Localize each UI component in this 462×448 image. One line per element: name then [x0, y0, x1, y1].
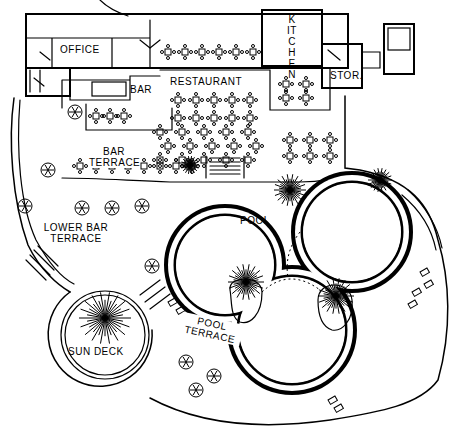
area-label: SUN DECK — [68, 346, 124, 357]
area-label: STOR. — [330, 70, 363, 81]
plan-area: KITCHEN — [287, 14, 297, 80]
plan-area: SUN DECK — [68, 346, 124, 357]
plan-area: STOR. — [330, 70, 363, 81]
area-label: RESTAURANT — [170, 76, 242, 87]
area-label: OFFICE — [60, 44, 100, 55]
plan-area: BAR — [130, 84, 152, 95]
area-label: BAR — [130, 84, 152, 95]
plan-area: POOL — [240, 215, 270, 226]
terrace-label: LOWER BAR TERRACE — [42, 222, 110, 244]
area-label: KITCHEN — [287, 14, 297, 80]
plan-area: RESTAURANT — [170, 76, 242, 87]
terrace-label: BAR TERRACE — [88, 146, 140, 168]
area-label: POOL — [240, 215, 270, 226]
plan-area: OFFICE — [60, 44, 100, 55]
